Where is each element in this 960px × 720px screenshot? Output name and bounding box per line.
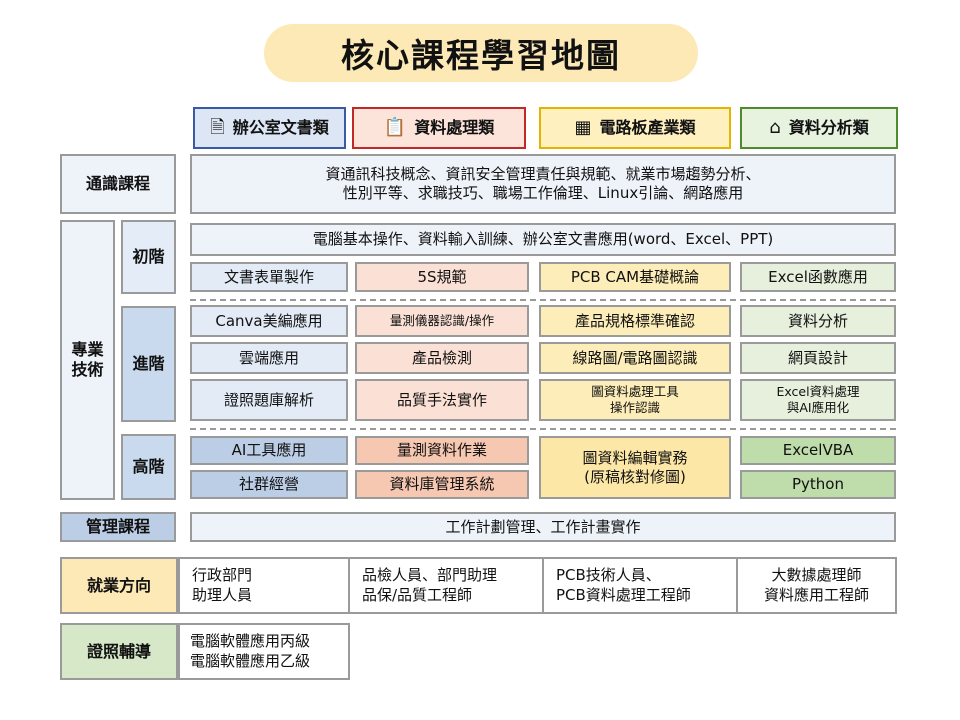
- certification-table: 證照輔導 電腦軟體應用丙級 電腦軟體應用乙級: [60, 623, 350, 680]
- intermediate-analysis-course-1: 資料分析: [740, 305, 896, 337]
- employment-col-analysis: 大數據處理師 資料應用工程師: [736, 559, 895, 612]
- professional-skills-label: 專業 技術: [60, 220, 115, 500]
- intermediate-analysis-course-3: Excel資料處理 與AI應用化: [740, 379, 896, 421]
- management-courses-content: 工作計劃管理、工作計畫實作: [190, 512, 896, 542]
- intermediate-data-course-1: 量測儀器認識/操作: [355, 305, 529, 337]
- employment-col-office-line2: 助理人員: [192, 586, 253, 605]
- divider-beginner: [190, 299, 896, 301]
- advanced-pcb-course: 圖資料編輯實務 (原稿核對修圖): [539, 436, 731, 499]
- certification-line2: 電腦軟體應用乙級: [190, 652, 311, 671]
- category-analysis: ⌂ 資料分析類: [740, 107, 898, 149]
- advanced-office-course-1: AI工具應用: [190, 436, 348, 465]
- category-pcb: ▦ 電路板產業類: [539, 107, 731, 149]
- certification-label: 證照輔導: [60, 623, 178, 680]
- advanced-pcb-course-line2: (原稿核對修圖): [584, 467, 686, 486]
- certification-line1: 電腦軟體應用丙級: [190, 632, 311, 650]
- category-data-processing-label: 資料處理類: [414, 118, 495, 137]
- general-courses-line2: 性別平等、求職技巧、職場工作倫理、Linux引論、網路應用: [342, 184, 744, 202]
- advanced-analysis-course-2: Python: [740, 470, 896, 499]
- employment-col-data: 品檢人員、部門助理 品保/品質工程師: [348, 559, 542, 612]
- intermediate-office-course-2: 雲端應用: [190, 342, 348, 374]
- employment-col-data-line1: 品檢人員、部門助理: [362, 566, 498, 584]
- intermediate-pcb-course-3: 圖資料處理工具 操作認識: [539, 379, 731, 421]
- intermediate-office-course-3: 證照題庫解析: [190, 379, 348, 421]
- intermediate-data-course-2: 產品檢測: [355, 342, 529, 374]
- category-office-label: 辦公室文書類: [232, 118, 329, 137]
- advanced-analysis-course-1: ExcelVBA: [740, 436, 896, 465]
- professional-skills-label-line2: 技術: [71, 360, 104, 379]
- employment-col-pcb: PCB技術人員、 PCB資料處理工程師: [542, 559, 736, 612]
- advanced-data-course-1: 量測資料作業: [355, 436, 529, 465]
- category-data-processing: 📋 資料處理類: [352, 107, 526, 149]
- employment-col-office: 行政部門 助理人員: [178, 559, 348, 612]
- employment-col-analysis-line1: 大數據處理師: [771, 566, 862, 584]
- employment-col-pcb-line2: PCB資料處理工程師: [556, 586, 691, 605]
- general-courses-line1: 資通訊科技概念、資訊安全管理責任與規範、就業市場趨勢分析、: [325, 165, 761, 184]
- advanced-data-course-2: 資料庫管理系統: [355, 470, 529, 499]
- employment-col-data-line2: 品保/品質工程師: [362, 586, 473, 605]
- intermediate-analysis-course-2: 網頁設計: [740, 342, 896, 374]
- employment-col-analysis-line2: 資料應用工程師: [763, 586, 869, 605]
- intermediate-analysis-course-3-line2: 與AI應用化: [786, 400, 850, 415]
- employment-col-pcb-line1: PCB技術人員、: [556, 566, 661, 584]
- management-courses-label: 管理課程: [60, 512, 176, 542]
- employment-direction-label: 就業方向: [60, 557, 178, 614]
- advanced-office-course-2: 社群經營: [190, 470, 348, 499]
- employment-col-office-line1: 行政部門: [192, 566, 253, 584]
- intermediate-pcb-course-3-line2: 操作認識: [609, 400, 660, 415]
- category-office: 🗎 辦公室文書類: [193, 107, 346, 149]
- intermediate-data-course-3: 品質手法實作: [355, 379, 529, 421]
- word-document-icon: 🗎: [210, 117, 225, 138]
- level-beginner-label: 初階: [121, 220, 176, 294]
- general-courses-content: 資通訊科技概念、資訊安全管理責任與規範、就業市場趨勢分析、 性別平等、求職技巧、…: [190, 154, 896, 214]
- beginner-pcb-course: PCB CAM基礎概論: [539, 262, 731, 292]
- certification-content: 電腦軟體應用丙級 電腦軟體應用乙級: [178, 625, 348, 678]
- circuit-board-icon: ▦: [574, 117, 592, 138]
- intermediate-pcb-course-1: 產品規格標準確認: [539, 305, 731, 337]
- advanced-pcb-course-line1: 圖資料編輯實務: [582, 448, 688, 467]
- page-title: 核心課程學習地圖: [264, 24, 698, 82]
- level-intermediate-label: 進階: [121, 306, 176, 422]
- divider-intermediate: [190, 428, 896, 430]
- beginner-office-course: 文書表單製作: [190, 262, 348, 292]
- category-analysis-label: 資料分析類: [788, 118, 869, 137]
- intermediate-pcb-course-2: 線路圖/電路圖認識: [539, 342, 731, 374]
- level-advanced-label: 高階: [121, 434, 176, 500]
- intermediate-analysis-course-3-line1: Excel資料處理: [776, 384, 860, 400]
- clipboard-icon: 📋: [383, 117, 407, 138]
- beginner-common-course: 電腦基本操作、資料輸入訓練、辦公室文書應用(word、Excel、PPT): [190, 223, 896, 256]
- analytics-icon: ⌂: [769, 117, 781, 138]
- general-courses-label: 通識課程: [60, 154, 176, 214]
- intermediate-office-course-1: Canva美編應用: [190, 305, 348, 337]
- professional-skills-label-line1: 專業: [71, 340, 104, 359]
- intermediate-pcb-course-3-line1: 圖資料處理工具: [591, 384, 679, 400]
- category-pcb-label: 電路板產業類: [599, 118, 696, 137]
- beginner-data-course: 5S規範: [355, 262, 529, 292]
- beginner-analysis-course: Excel函數應用: [740, 262, 896, 292]
- employment-table: 就業方向 行政部門 助理人員 品檢人員、部門助理 品保/品質工程師 PCB技術人…: [60, 557, 897, 614]
